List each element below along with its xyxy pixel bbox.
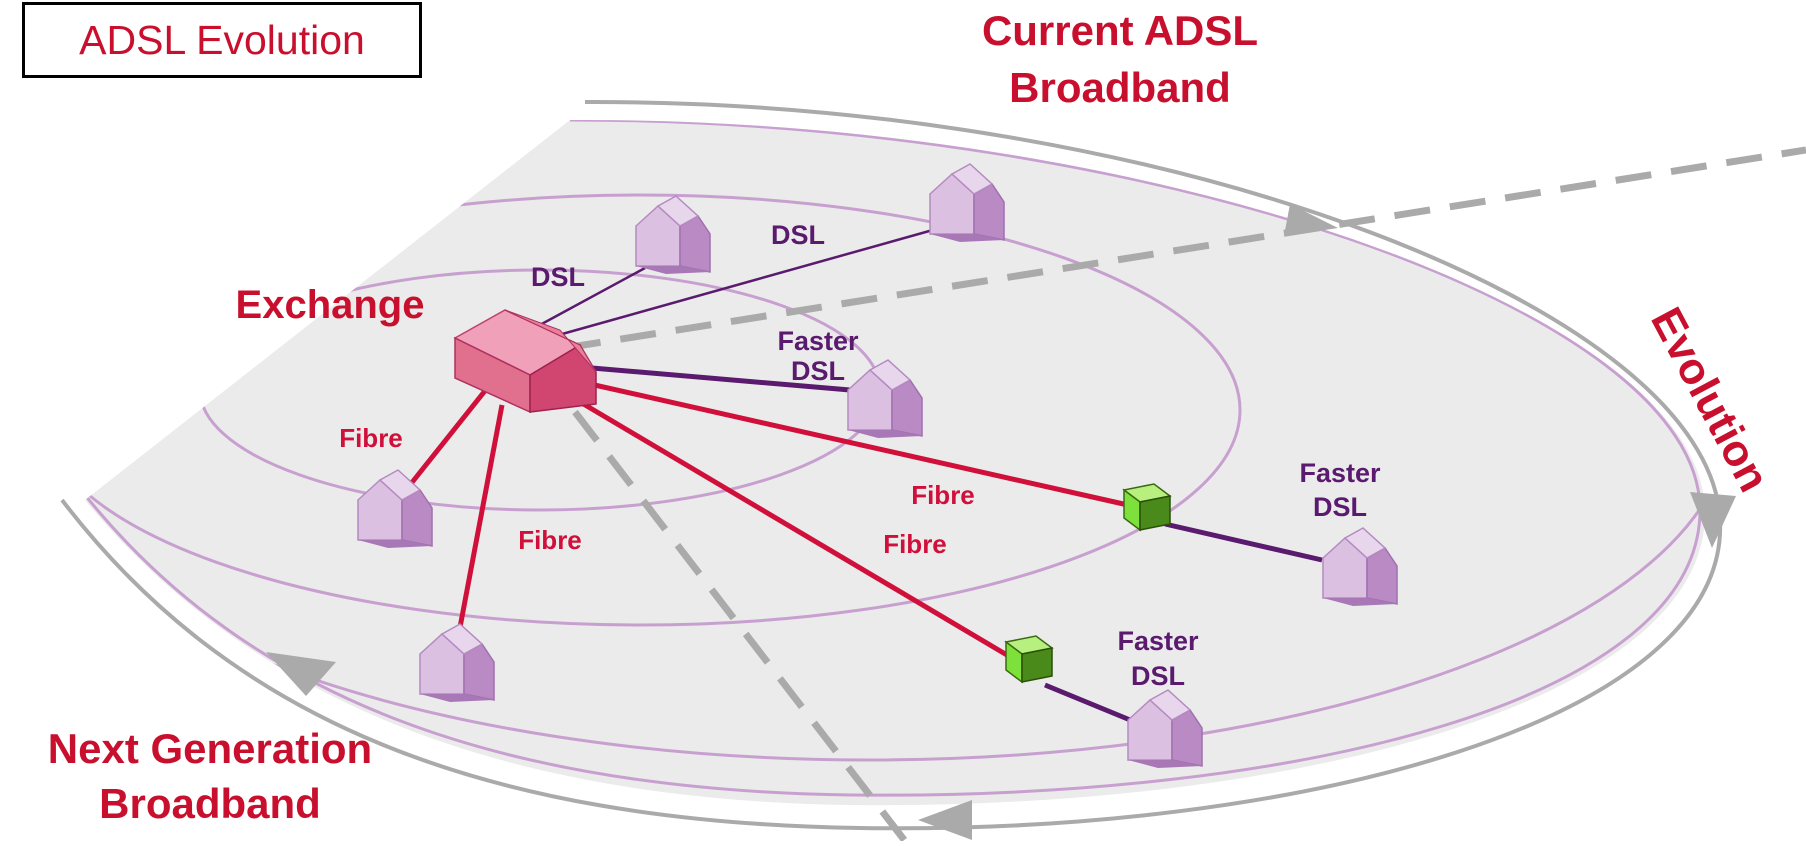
dsl-label-b: DSL (771, 220, 825, 250)
evolution-arrow-left (266, 652, 336, 696)
divider-dashed-lower (572, 409, 908, 844)
coverage-fan (85, 120, 1706, 806)
current-broadband-label-line1: Current ADSL (982, 7, 1258, 54)
evolution-arrow-bottom (918, 800, 972, 840)
diagram-title: ADSL Evolution (79, 16, 365, 63)
faster-dsl-near-label-line1: Faster (777, 326, 859, 356)
street-cabinet-right (1123, 483, 1171, 531)
coverage-ring-2 (85, 193, 1242, 627)
divider-dashed-upper (564, 146, 1806, 352)
faster-dsl-link-bottom (1044, 682, 1136, 725)
faster-dsl-right-label-line2: DSL (1313, 492, 1367, 522)
evolution-arrow-right (1690, 492, 1736, 548)
fibre-label-left: Fibre (339, 423, 403, 453)
faster-dsl-link-near (591, 365, 851, 393)
fibre-link-lower (568, 393, 1014, 661)
next-generation-label-line1: Next Generation (48, 725, 372, 772)
evolution-arc (60, 99, 1723, 831)
exchange-label: Exchange (236, 283, 425, 327)
next-generation-label-line2: Broadband (99, 780, 321, 827)
fibre-label-mid: Fibre (911, 480, 975, 510)
fibre-link-left (400, 380, 494, 497)
dsl-label-a: DSL (531, 262, 585, 292)
current-broadband-label-line2: Broadband (1009, 64, 1231, 111)
fibre-label-lower: Fibre (883, 529, 947, 559)
fibre-link-bottom (455, 404, 505, 639)
faster-dsl-bottom-label-line2: DSL (1131, 661, 1185, 691)
dsl-link-1 (537, 266, 646, 328)
exchange-building (453, 309, 597, 414)
coverage-ring-3 (85, 120, 1706, 762)
faster-dsl-near-label-line2: DSL (791, 356, 845, 386)
street-cabinet-bottom (1005, 635, 1053, 683)
dsl-link-2 (554, 226, 941, 338)
fibre-label-bottom: Fibre (518, 525, 582, 555)
title-box: ADSL Evolution (22, 2, 422, 78)
faster-dsl-right-label-line1: Faster (1299, 458, 1381, 488)
faster-dsl-link-right (1164, 521, 1323, 563)
faster-dsl-bottom-label-line1: Faster (1117, 626, 1199, 656)
fibre-link-mid (589, 381, 1129, 508)
